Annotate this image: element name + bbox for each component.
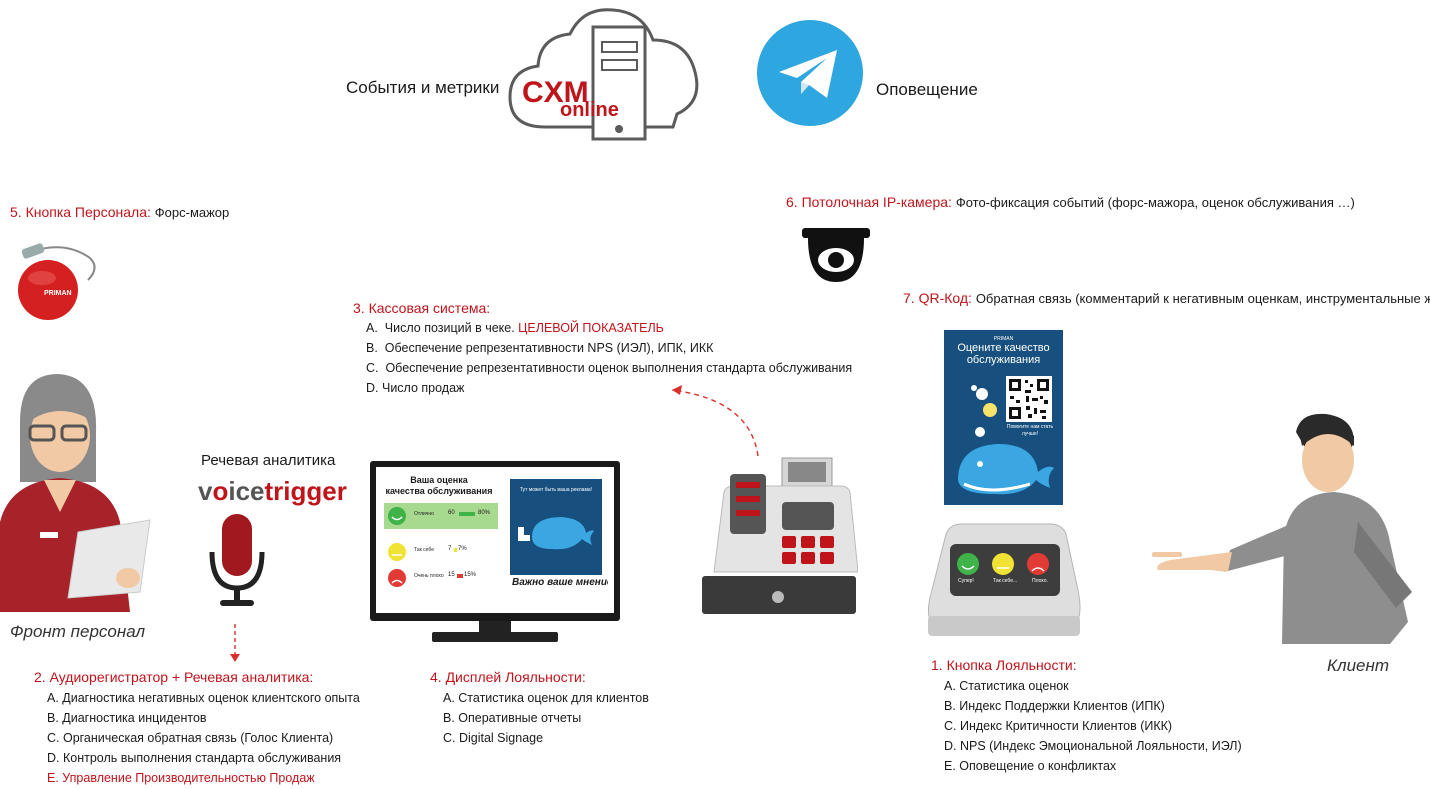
cashier-list: A. Число позиций в чеке. ЦЕЛЕВОЙ ПОКАЗАТ… <box>366 318 852 398</box>
rating-pct: 15% <box>464 572 477 578</box>
poster-title-2: обслуживания <box>966 354 1041 366</box>
display-item: B. Оперативные отчеты <box>443 711 582 725</box>
rating-label: Так себе <box>414 547 434 553</box>
rating-bar <box>454 548 457 552</box>
rating-label: Очень плохо <box>414 573 444 579</box>
voicetrigger-logo: voicetrigger <box>198 476 347 506</box>
staff-button-desc: Форс-мажор <box>154 205 230 220</box>
rating-bar <box>459 512 475 516</box>
monitor-screen: Ваша оценка качества обслуживания Отличн… <box>376 467 614 613</box>
camera-heading: 6. Потолочная IP-камера: Фото-фиксация с… <box>786 192 1355 213</box>
terminal-btn-label: Так себе... <box>993 578 1018 584</box>
rating-count: 60 <box>448 510 455 516</box>
staff-button-brand: PRIMAN <box>44 290 72 297</box>
cash-register <box>700 452 858 616</box>
cashier-item: D. Число продаж <box>366 381 465 395</box>
cxm-logo-text: CXM <box>522 76 589 109</box>
display-item: A. Статистика оценок для клиентов <box>443 691 649 705</box>
microphone-icon <box>206 512 268 610</box>
monitor-stand-base <box>432 632 558 642</box>
cashier-item: B. Обеспечение репрезентативности NPS (И… <box>366 341 714 355</box>
red-smiley-icon <box>388 569 406 587</box>
camera-title: 6. Потолочная IP-камера: <box>786 194 952 210</box>
monitor-title-2: качества обслуживания <box>385 486 493 496</box>
audio-item: B. Диагностика инцидентов <box>47 711 207 725</box>
rating-count: 15 <box>448 572 455 578</box>
loyalty-item: E. Оповещение о конфликтах <box>944 759 1117 773</box>
events-label: События и метрики <box>346 78 500 97</box>
telegram-icon <box>757 20 863 126</box>
speech-label: Речевая аналитика <box>201 452 336 469</box>
loyalty-title: 1. Кнопка Лояльности: <box>931 657 1077 673</box>
staff-button-heading: 5. Кнопка Персонала: Форс-мажор <box>10 202 229 223</box>
client-label: Клиент <box>1327 656 1390 675</box>
cxm-cloud-logo: CXM online <box>505 2 705 142</box>
rating-row-bad: Очень плохо 15 15% <box>384 565 498 591</box>
ip-camera-icon <box>800 226 872 284</box>
qr-poster: PRIMAN Оцените качество обслуживания Пом… <box>944 330 1063 505</box>
poster-help-text: Помогите нам стать лучше! <box>1006 424 1054 437</box>
staff-button-title: 5. Кнопка Персонала: <box>10 204 151 220</box>
front-staff-label: Фронт персонал <box>10 622 146 641</box>
audio-item-highlight: E. Управление Производительностью Продаж <box>47 771 315 785</box>
display-list: A. Статистика оценок для клиентов B. Опе… <box>443 688 649 748</box>
loyalty-display-monitor: Ваша оценка качества обслуживания Отличн… <box>370 461 620 621</box>
monitor-title-1: Ваша оценка <box>410 475 468 485</box>
qr-desc: Обратная связь (комментарий к негативным… <box>975 291 1430 306</box>
whale-illustration <box>958 385 1054 495</box>
notify-label: Оповещение <box>876 80 978 99</box>
staff-panic-button: PRIMAN <box>10 238 110 322</box>
rating-row-excellent: Отлично 60 80% <box>384 503 498 529</box>
audio-item: C. Органическая обратная связь (Голос Кл… <box>47 731 334 745</box>
ticker-text: Важно ваше мнение <box>512 577 608 588</box>
qr-heading: 7. QR-Код: Обратная связь (комментарий к… <box>903 288 1430 309</box>
qr-code-image <box>1006 376 1052 422</box>
ad-text: Тут может быть ваша реклама! <box>519 487 593 493</box>
poster-title-1: Оцените качество <box>957 342 1050 354</box>
green-smiley-icon <box>388 507 406 525</box>
ad-panel: Тут может быть ваша реклама! <box>510 479 602 575</box>
audio-item: A. Диагностика негативных оценок клиентс… <box>47 691 360 705</box>
rating-bar <box>457 574 463 578</box>
loyalty-item: D. NPS (Индекс Эмоциональной Лояльности,… <box>944 739 1242 753</box>
poster-brand: PRIMAN <box>993 336 1014 342</box>
rating-label: Отлично <box>414 511 434 517</box>
cxm-logo-sub: online <box>560 99 619 121</box>
audio-title: 2. Аудиорегистратор + Речевая аналитика: <box>34 669 314 685</box>
display-title: 4. Дисплей Лояльности: <box>430 669 586 685</box>
cashier-item: C. Обеспечение репрезентативности оценок… <box>366 361 853 375</box>
camera-desc: Фото-фиксация событий (форс-мажора, оцен… <box>955 195 1355 210</box>
cashier-item: A. Число позиций в чеке. ЦЕЛЕВОЙ ПОКАЗАТ… <box>366 321 664 335</box>
loyalty-item: A. Статистика оценок <box>944 679 1069 693</box>
terminal-btn-label: Плохо. <box>1032 578 1048 584</box>
monitor-stand-neck <box>479 621 511 633</box>
rating-pct: 7% <box>458 546 467 552</box>
ad-whale-icon <box>518 517 594 550</box>
front-staff-illustration <box>0 372 180 612</box>
audio-item: D. Контроль выполнения стандарта обслужи… <box>47 751 342 765</box>
loyalty-item: C. Индекс Критичности Клиентов (ИКК) <box>944 719 1173 733</box>
display-item: C. Digital Signage <box>443 731 544 745</box>
cashier-title: 3. Кассовая система: <box>353 300 491 316</box>
register-to-cashier-arrow <box>671 385 759 457</box>
client-illustration <box>1150 412 1420 644</box>
rating-pct: 80% <box>478 510 491 516</box>
audio-list: A. Диагностика негативных оценок клиентс… <box>47 688 360 788</box>
qr-title: 7. QR-Код: <box>903 290 972 306</box>
loyalty-item: B. Индекс Поддержки Клиентов (ИПК) <box>944 699 1165 713</box>
mic-arrow <box>230 624 240 662</box>
loyalty-button-terminal: Супер! Так себе... Плохо. <box>926 520 1082 638</box>
terminal-btn-label: Супер! <box>958 578 974 584</box>
loyalty-list: A. Статистика оценок B. Индекс Поддержки… <box>944 676 1242 776</box>
rating-count: 7 <box>448 546 452 552</box>
rating-row-ok: Так себе 7 7% <box>384 539 498 565</box>
yellow-smiley-icon <box>388 543 406 561</box>
